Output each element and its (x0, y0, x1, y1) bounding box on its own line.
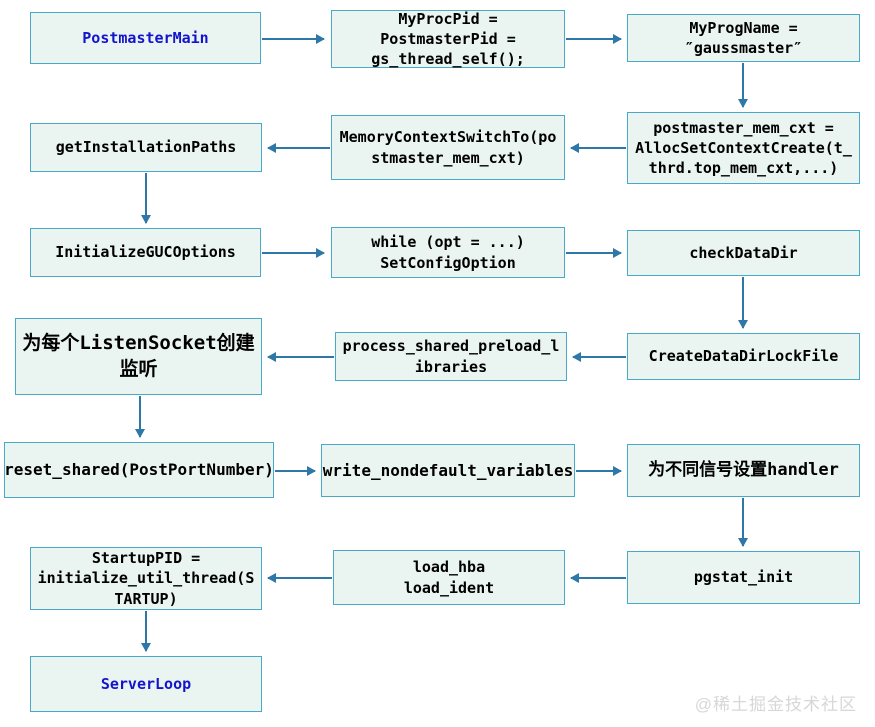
arrow-checkdatadir-to-lockfile (742, 277, 744, 328)
node-load-hba-ident: load_hba load_ident (333, 550, 565, 605)
arrow-myprocpid-to-myprogname (566, 38, 621, 40)
node-create-data-dir-lock-file: CreateDataDirLockFile (627, 333, 860, 380)
arrow-lockfile-to-preloadlibraries (573, 356, 626, 358)
node-initialize-guc-options: InitializeGUCOptions (30, 228, 261, 277)
node-reset-shared: reset_shared(PostPortNumber) (4, 442, 274, 498)
arrow-myprogname-to-memcxt (742, 63, 744, 107)
arrow-listensocket-to-resetshared (139, 396, 141, 437)
watermark: @稀土掘金技术社区 (694, 695, 857, 714)
node-server-loop: ServerLoop (30, 656, 262, 712)
arrow-getinstallationpaths-to-initializeguc (145, 173, 147, 223)
node-postmaster-mem-cxt: postmaster_mem_cxt = AllocSetContextCrea… (627, 112, 860, 184)
arrow-memcxt-to-memoryswitch (571, 147, 626, 149)
arrow-initializeguc-to-while (262, 252, 324, 254)
node-write-nondefault-variables: write_nondefault_variables (321, 444, 575, 497)
node-while-set-config-option: while (opt = ...) SetConfigOption (331, 227, 565, 278)
node-listen-socket: 为每个ListenSocket创建监听 (15, 318, 262, 395)
arrow-memoryswitch-to-getinstallationpaths (268, 147, 330, 149)
node-startup-pid: StartupPID = initialize_util_thread(S TA… (30, 547, 262, 610)
node-my-prog-name: MyProgName = ″gaussmaster″ (627, 14, 860, 62)
node-memory-context-switch-to: MemoryContextSwitchTo(po stmaster_mem_cx… (331, 115, 565, 180)
node-pgstat-init: pgstat_init (627, 551, 860, 604)
arrow-startuppid-to-serverloop (145, 611, 147, 651)
node-postmaster-main: PostmasterMain (30, 12, 261, 64)
node-get-installation-paths: getInstallationPaths (30, 123, 262, 172)
arrow-preloadlibraries-to-listensocket (268, 356, 334, 358)
node-my-proc-pid: MyProcPid = PostmasterPid = gs_thread_se… (331, 10, 565, 68)
arrow-pgstatinit-to-loadhba (571, 577, 626, 579)
node-signal-handlers: 为不同信号设置handler (627, 444, 860, 497)
arrow-loadhba-to-startuppid (268, 577, 332, 579)
node-check-data-dir: checkDataDir (627, 230, 860, 276)
arrow-writenondefault-to-signalhandlers (576, 470, 621, 472)
arrow-resetshared-to-writenondefault (275, 470, 315, 472)
node-process-shared-preload-libraries: process_shared_preload_l ibraries (335, 332, 567, 381)
arrow-postmastermain-to-myprocpid (262, 38, 324, 40)
arrow-signalhandlers-to-pgstatinit (742, 498, 744, 546)
arrow-while-to-checkdatadir (566, 252, 621, 254)
